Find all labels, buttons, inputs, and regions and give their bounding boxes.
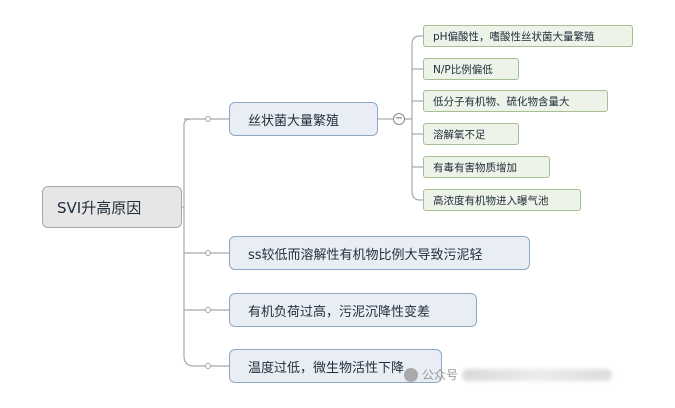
root-node[interactable]: SVI升高原因 bbox=[42, 186, 182, 228]
leaf-node[interactable]: pH偏酸性，嗜酸性丝状菌大量繁殖 bbox=[423, 25, 633, 47]
root-label: SVI升高原因 bbox=[57, 198, 142, 217]
watermark-blurred-name bbox=[462, 368, 613, 381]
branch-node-low-temperature[interactable]: 温度过低，微生物活性下降 bbox=[229, 349, 442, 383]
watermark-text: 公众号 bbox=[422, 368, 459, 382]
branch-label: 温度过低，微生物活性下降 bbox=[248, 360, 405, 376]
branch-label: 有机负荷过高，污泥沉降性变差 bbox=[248, 304, 431, 320]
branch-node-high-organic-load[interactable]: 有机负荷过高，污泥沉降性变差 bbox=[229, 293, 477, 327]
connector-sub-trunk bbox=[405, 35, 421, 201]
leaf-label: 有毒有害物质增加 bbox=[433, 161, 517, 174]
branch-label: ss较低而溶解性有机物比例大导致污泥轻 bbox=[248, 247, 483, 263]
connector-dot-1 bbox=[205, 116, 211, 122]
leaf-node[interactable]: N/P比例偏低 bbox=[423, 58, 519, 80]
connector-dot-4 bbox=[205, 363, 211, 369]
branch-node-low-ss[interactable]: ss较低而溶解性有机物比例大导致污泥轻 bbox=[229, 236, 530, 270]
leaf-label: 高浓度有机物进入曝气池 bbox=[433, 194, 549, 207]
collapse-toggle[interactable]: − bbox=[393, 113, 405, 125]
leaf-label: 低分子有机物、硫化物含量大 bbox=[433, 95, 570, 108]
branch-node-filamentous-bacteria[interactable]: 丝状菌大量繁殖 bbox=[229, 102, 378, 136]
wechat-icon bbox=[404, 367, 418, 382]
leaf-label: 溶解氧不足 bbox=[433, 128, 486, 141]
leaf-node[interactable]: 高浓度有机物进入曝气池 bbox=[423, 189, 581, 211]
collapse-icon: − bbox=[394, 113, 404, 124]
leaf-node[interactable]: 溶解氧不足 bbox=[423, 123, 519, 145]
leaf-label: N/P比例偏低 bbox=[433, 63, 493, 76]
watermark: 公众号 bbox=[404, 366, 613, 383]
leaf-node[interactable]: 有毒有害物质增加 bbox=[423, 156, 550, 178]
connector-trunk bbox=[183, 118, 195, 367]
leaf-label: pH偏酸性，嗜酸性丝状菌大量繁殖 bbox=[433, 30, 595, 43]
connector-dot-3 bbox=[205, 307, 211, 313]
branch-label: 丝状菌大量繁殖 bbox=[248, 113, 340, 129]
leaf-node[interactable]: 低分子有机物、硫化物含量大 bbox=[423, 90, 608, 112]
connector-dot-2 bbox=[205, 250, 211, 256]
